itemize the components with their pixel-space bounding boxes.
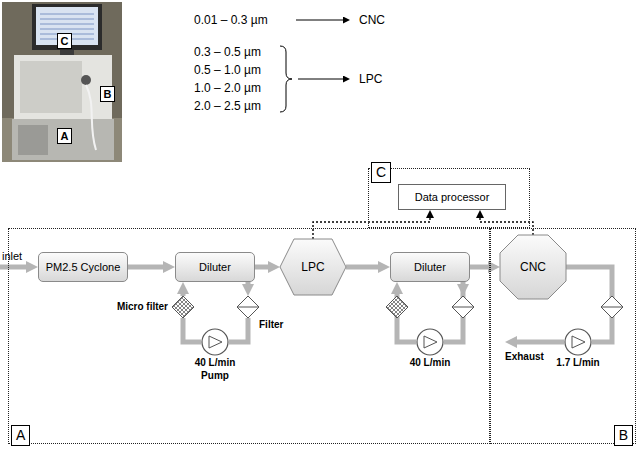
pump-symbol: 40 L/min <box>410 328 451 369</box>
counter-hexagon: LPC <box>280 239 346 295</box>
bypass-flow <box>229 318 248 342</box>
pump-symbol: 40 L/minPump <box>195 328 236 382</box>
micro-filter-diamond <box>172 296 194 318</box>
bypass-flow <box>246 282 251 284</box>
pump-icon <box>201 328 229 356</box>
micro-filter-diamond <box>172 296 194 318</box>
inlet-label: inlet <box>1 249 23 263</box>
photo-callout: B <box>100 86 115 102</box>
filter-diamond <box>237 307 259 308</box>
unit-a-panel <box>18 125 48 155</box>
micro-filter-symbol <box>386 296 408 318</box>
pump-label: 40 L/min <box>410 357 451 369</box>
process-box: Data processor <box>398 184 506 210</box>
box-label: Diluter <box>414 261 446 273</box>
monitor-frame <box>32 4 102 50</box>
inlet-arrow <box>0 265 26 270</box>
pointer-arrow <box>296 20 343 21</box>
process-box: Diluter <box>175 252 255 282</box>
unit-a-housing <box>12 119 114 160</box>
unit-region: PM2.5 Cyclone Diluter LPC DiluterMicro filt… <box>8 228 490 444</box>
size-range: 1.0 – 2.0 µm <box>193 81 262 95</box>
pointer-arrow <box>298 79 343 80</box>
pump-circle <box>417 329 443 355</box>
box-label: Diluter <box>199 261 231 273</box>
inlet-port <box>81 75 91 85</box>
region-letter: A <box>11 425 30 446</box>
detector-name: LPC <box>358 72 383 86</box>
unit-region: Data processorC <box>368 168 530 228</box>
brace <box>280 46 292 112</box>
flow-arrow <box>255 265 268 270</box>
size-range: 0.3 – 0.5 µm <box>193 45 262 59</box>
sample-tube <box>86 85 96 150</box>
unit-b-panel <box>20 61 82 113</box>
filter-diamond <box>237 296 259 318</box>
filter-symbol: Filter <box>237 296 283 331</box>
bypass-flow <box>183 318 201 342</box>
micro-filter-symbol: Micro filter <box>117 296 194 318</box>
monitor-stand <box>60 50 74 55</box>
flow-arrow <box>346 265 378 270</box>
size-range: 0.5 – 1.0 µm <box>193 63 262 77</box>
detector-label: LPC <box>301 260 324 274</box>
photo-background <box>2 2 122 162</box>
pump-symbol: 1.7 L/min <box>556 328 599 369</box>
filter-symbol <box>601 296 623 318</box>
detector-name: CNC <box>358 13 386 27</box>
unit-b-housing <box>14 55 112 119</box>
filter-label: Micro filter <box>117 301 168 313</box>
pump-icon <box>416 328 444 356</box>
counter-octagon-shape <box>500 235 566 299</box>
region-letter: B <box>614 425 633 446</box>
box-label: PM2.5 Cyclone <box>46 261 121 273</box>
photo-floor <box>2 118 122 162</box>
filter-symbol <box>452 307 474 308</box>
callout-letter: B <box>104 88 112 100</box>
pump-label: 40 L/min <box>195 357 236 369</box>
filter-diamond <box>237 296 259 318</box>
region-letter: C <box>371 162 391 183</box>
pump-label: Pump <box>201 370 229 382</box>
filter-symbol <box>601 307 623 308</box>
flow-arrow <box>128 265 163 270</box>
callout-letter: A <box>61 130 69 142</box>
box-label: Data processor <box>415 191 490 203</box>
pump-impeller <box>424 336 437 348</box>
pump-circle <box>202 329 228 355</box>
data-link <box>480 218 533 235</box>
unit-region: CNC 1.7 L/minB <box>490 228 636 444</box>
filter-label: Filter <box>259 319 283 331</box>
pump-icon <box>564 328 592 356</box>
exhaust-label: Exhaust <box>504 350 545 364</box>
filter-icon <box>237 296 259 318</box>
size-range: 0.01 – 0.3 µm <box>193 13 269 27</box>
instrument-photo <box>2 2 122 162</box>
micro-filter-icon <box>172 296 194 318</box>
process-box: PM2.5 Cyclone <box>38 252 128 282</box>
size-range: 2.0 – 2.5 µm <box>193 99 262 113</box>
micro-filter-symbol <box>386 296 408 318</box>
pump-impeller <box>572 336 585 348</box>
exhaust-arrow <box>517 340 564 345</box>
photo-callout: A <box>57 128 72 144</box>
detector-label: CNC <box>520 260 546 274</box>
filter-symbol <box>452 296 474 318</box>
photo-callout: C <box>57 33 72 49</box>
pump-label: 1.7 L/min <box>556 357 599 369</box>
flow-arrow <box>470 265 488 270</box>
arrow-head <box>457 284 469 296</box>
process-box: Diluter <box>390 252 470 282</box>
pump-circle <box>565 329 591 355</box>
pump-impeller <box>209 336 222 348</box>
counter-hexagon-shape <box>280 239 346 295</box>
callout-letter: C <box>61 35 69 47</box>
counter-octagon: CNC <box>500 235 566 299</box>
